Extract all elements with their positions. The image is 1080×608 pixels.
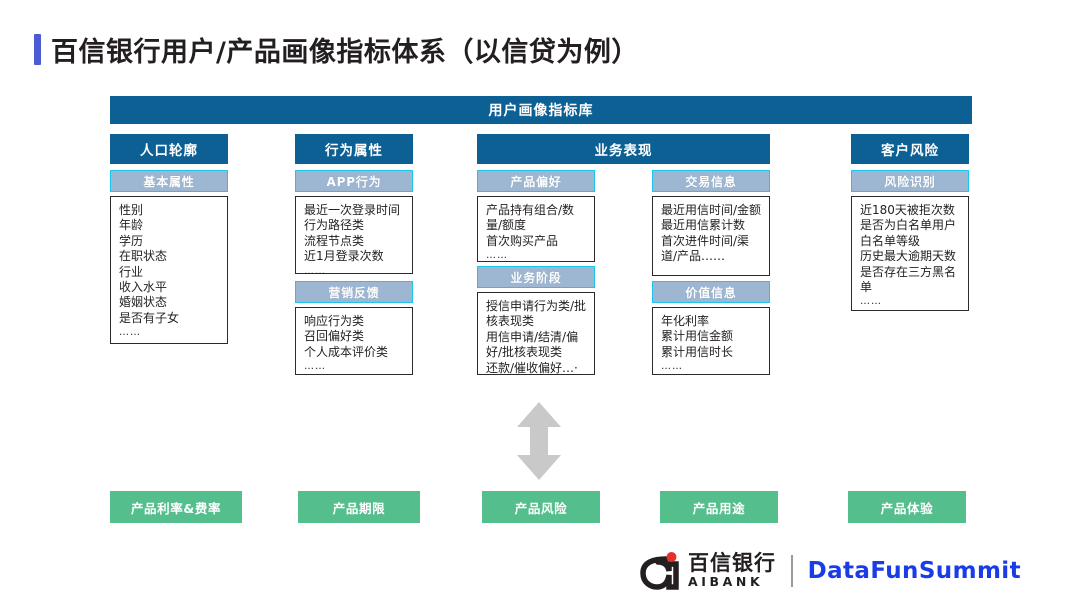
list-item: 最近一次登录时间 [304,203,401,217]
list-ellipsis: …… [119,327,141,339]
list-box-risk-identification: 近180天被拒次数 是否为白名单用户 白名单等级 历史最大逾期天数 是否存在三方… [851,196,969,311]
list-ellipsis: …… [486,250,508,262]
list-item: 授信申请行为类/批核表现类 [486,299,587,329]
product-dimension-label: 产品风险 [514,500,568,516]
list-item: 历史最大逾期天数 [860,249,957,264]
list-item: 在职状态 [119,249,168,264]
group-header-label: 业务表现 [594,143,653,159]
sub-header-label: 业务阶段 [510,270,562,285]
list-item: 性别 [119,203,144,217]
sub-header-label: APP行为 [326,174,382,189]
list-item: 个人成本评价类 [304,344,389,359]
datafunsummit-wordmark: DataFunSummit [807,558,1021,584]
list-item: 产品持有组合/数量/额度 [486,203,575,233]
list-item: 是否为白名单用户 [860,218,957,233]
sub-header-risk-identification: 风险识别 [851,170,969,192]
page-title: 百信银行用户/产品画像指标体系（以信贷为例） [34,30,639,69]
list-box-basic-attributes: 性别 年龄 学历 在职状态 行业 收入水平 婚姻状态 是否有子女 …… [110,196,228,344]
list-item: 年化利率 [661,314,710,328]
list-item: 学历 [119,233,144,248]
list-item: 最近用信累计数 [661,218,746,233]
sub-header-basic-attributes: 基本属性 [110,170,228,192]
list-box-product-preference: 产品持有组合/数量/额度 首次购买产品 …… [477,196,595,262]
footer-divider [791,555,793,587]
product-dimension-label: 产品体验 [880,500,934,516]
list-item: 行为路径类 [304,218,365,233]
sub-header-transaction-info: 交易信息 [652,170,770,192]
product-dimension-label: 产品利率&费率 [130,500,222,516]
group-header-demographics: 人口轮廓 [110,134,228,164]
list-box-value-info: 年化利率 累计用信金额 累计用信时长 …… [652,307,770,375]
product-dimension-usage: 产品用途 [660,491,778,523]
list-item: 首次进件时间/渠道/产品…… [661,233,750,264]
sub-header-label: 风险识别 [884,174,936,189]
list-item: 收入水平 [119,280,168,295]
list-item: 流程节点类 [304,233,365,248]
list-item: 召回偏好类 [304,329,365,344]
product-dimension-term: 产品期限 [298,491,420,523]
sub-header-business-stage: 业务阶段 [477,266,595,288]
list-item: 是否存在三方黑名单 [860,264,957,295]
list-item: 还款/催收偏好…· [486,360,578,375]
sub-header-label: 交易信息 [685,174,737,189]
list-item: 累计用信时长 [661,344,734,359]
group-header-label: 客户风险 [881,143,939,159]
list-item: 累计用信金额 [661,329,734,344]
group-header-label: 人口轮廓 [140,143,198,159]
list-item: 婚姻状态 [119,295,168,310]
product-dimension-label: 产品期限 [332,500,386,516]
list-ellipsis: …… [661,361,683,373]
list-item: 首次购买产品 [486,233,559,248]
list-item: 用信申请/结清/偏好/批核表现类 [486,329,579,360]
title-accent-bar [34,34,41,65]
master-header-bar: 用户画像指标库 [110,96,972,124]
group-header-label: 行为属性 [325,143,383,159]
list-box-transaction-info: 最近用信时间/金额 最近用信累计数 首次进件时间/渠道/产品…… [652,196,770,276]
list-box-business-stage: 授信申请行为类/批核表现类 用信申请/结清/偏好/批核表现类 还款/催收偏好…· [477,292,595,375]
list-item: 最近用信时间/金额 [661,203,762,217]
sub-header-value-info: 价值信息 [652,281,770,303]
group-header-business: 业务表现 [477,134,770,164]
list-item: 近180天被拒次数 [860,203,955,217]
aibank-alpha-logo-icon [636,552,680,590]
sub-header-app-behavior: APP行为 [295,170,413,192]
footer-branding: 百信银行 AIBANK DataFunSummit [636,548,1021,594]
title-text: 百信银行用户/产品画像指标体系（以信贷为例） [51,37,639,68]
list-item: 白名单等级 [860,233,921,248]
group-header-risk: 客户风险 [851,134,969,164]
group-header-behavior: 行为属性 [295,134,413,164]
sub-header-marketing-feedback: 营销反馈 [295,281,413,303]
sub-header-label: 价值信息 [685,285,737,300]
product-dimension-label: 产品用途 [692,500,746,516]
list-ellipsis: …… [304,265,326,277]
list-item: 响应行为类 [304,314,365,328]
sub-header-label: 产品偏好 [510,174,562,189]
product-dimension-rate-fee: 产品利率&费率 [110,491,242,523]
sub-header-label: 营销反馈 [328,285,380,300]
double-arrow-icon [515,402,563,484]
list-box-marketing-feedback: 响应行为类 召回偏好类 个人成本评价类 …… [295,307,413,375]
product-dimension-risk: 产品风险 [482,491,600,523]
aibank-wordmark: 百信银行 AIBANK [688,553,776,589]
aibank-name-en: AIBANK [688,574,764,590]
list-box-app-behavior: 最近一次登录时间 行为路径类 流程节点类 近1月登录次数 …… [295,196,413,277]
aibank-name-cn: 百信银行 [688,551,776,576]
list-item: 近1月登录次数 [304,249,384,264]
product-dimension-experience: 产品体验 [848,491,966,523]
list-item: 年龄 [119,218,144,233]
list-item: 是否有子女 [119,310,180,325]
list-ellipsis: …… [304,361,326,373]
list-item: 行业 [119,264,144,279]
master-header-label: 用户画像指标库 [488,103,594,119]
list-ellipsis: …… [860,296,882,308]
sub-header-label: 基本属性 [143,174,195,189]
sub-header-product-preference: 产品偏好 [477,170,595,192]
